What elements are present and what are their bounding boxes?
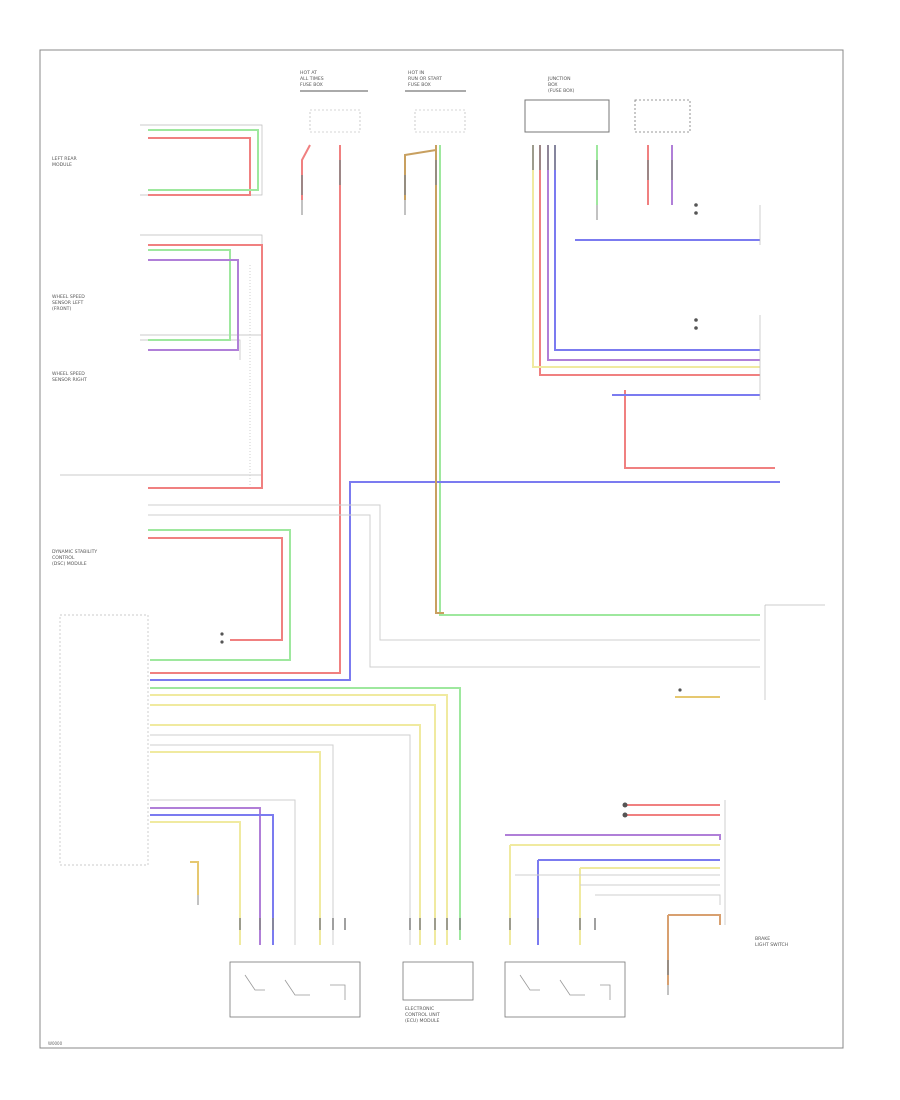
module-label: FUSE BOX	[300, 82, 323, 88]
module-label: BRAKE	[755, 936, 770, 942]
ground-symbols	[197, 200, 669, 995]
module-label: (FUSE BOX)	[548, 88, 575, 94]
bottom-stubs	[239, 145, 673, 975]
module-label: (ECU) MODULE	[405, 1018, 440, 1024]
module-label: ALL TIMES	[300, 76, 324, 82]
module-label: JUNCTION	[547, 76, 571, 82]
sensor-box-right	[504, 961, 626, 1018]
left-connectors	[59, 124, 263, 866]
footer-code: W0000	[48, 1041, 63, 1046]
module-label: (DSC) MODULE	[52, 561, 87, 567]
module-label: HOT AT	[300, 70, 317, 76]
module-label: CONTROL UNIT	[405, 1012, 440, 1018]
bottom-components	[229, 961, 626, 1018]
module-label: MODULE	[52, 162, 72, 168]
module-label: WHEEL SPEED	[52, 371, 85, 377]
thin-wires	[148, 265, 760, 945]
wires	[148, 129, 780, 985]
module-label: LEFT REAR	[52, 156, 78, 162]
module-label: LIGHT SWITCH	[755, 942, 788, 948]
top-connectors	[300, 90, 691, 133]
module-box-right	[634, 99, 691, 133]
module-label: (FRONT)	[52, 306, 71, 312]
module-label: FUSE BOX	[408, 82, 431, 88]
module-label: SENSOR LEFT	[52, 300, 83, 306]
module-label: RUN OR START	[408, 76, 442, 82]
sensor-box-left	[229, 961, 361, 1018]
connector-pins	[220, 203, 698, 818]
module-label: BOX	[548, 82, 558, 88]
module-label: WHEEL SPEED	[52, 294, 85, 300]
module-label: CONTROL	[52, 555, 75, 561]
right-connectors	[724, 205, 825, 925]
module-label: HOT IN	[408, 70, 424, 76]
junction-box	[524, 99, 610, 133]
module-label: DYNAMIC STABILITY	[52, 549, 97, 555]
diagram-frame	[39, 49, 844, 1049]
control-box-center	[402, 961, 474, 1001]
module-label: SENSOR RIGHT	[52, 377, 87, 383]
module-label: ELECTRONIC	[405, 1006, 434, 1012]
